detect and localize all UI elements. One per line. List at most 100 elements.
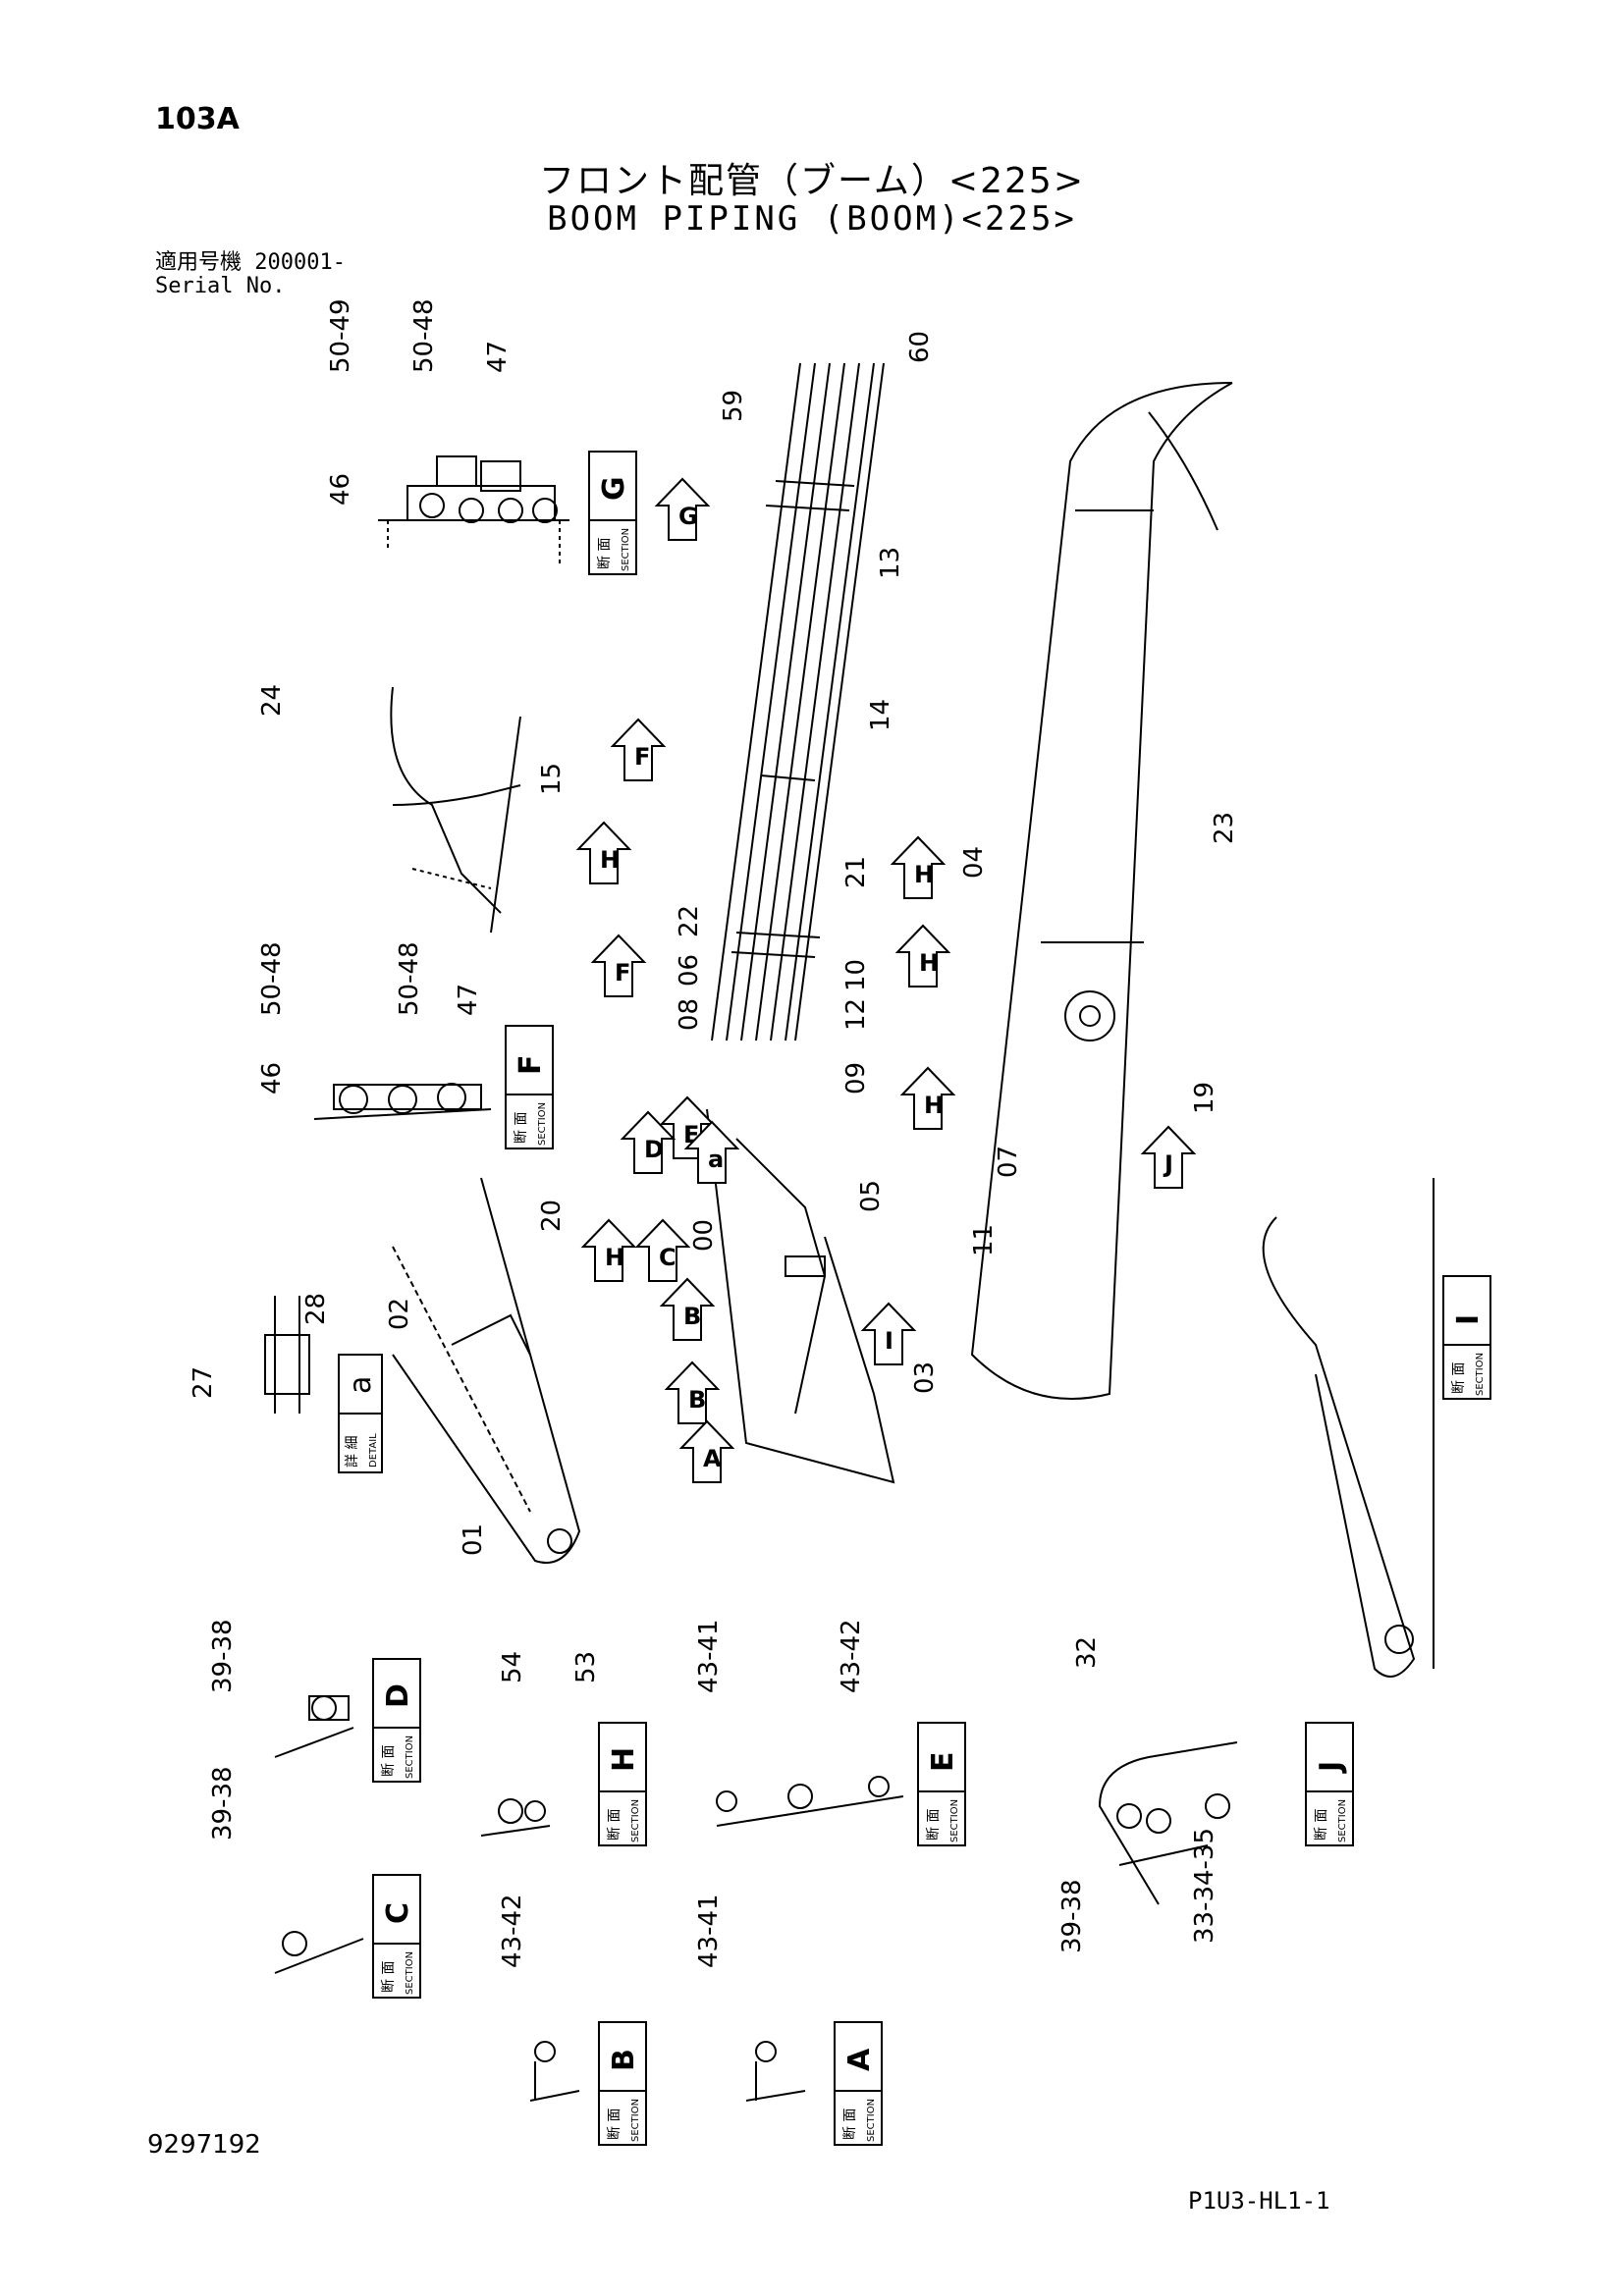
callout-08: 08 — [675, 998, 704, 1031]
view-arrow-b: B — [659, 1277, 716, 1341]
boom-foot-section — [392, 1177, 581, 1564]
detail-a-drawing — [264, 1296, 310, 1414]
view-arrow-j: J — [1140, 1125, 1197, 1189]
view-arrow-letter: H — [605, 1244, 624, 1271]
view-arrow-letter: F — [634, 743, 650, 771]
section-label-en: SECTION — [537, 1102, 548, 1146]
section-label-jp: 断 面 — [1314, 1809, 1329, 1841]
section-letter: F — [514, 1055, 548, 1076]
section-label-f: F 断 面 SECTION — [505, 1025, 554, 1149]
section-label-en: SECTION — [630, 1799, 641, 1842]
serial-number-block: 適用号機 200001- Serial No. — [155, 251, 346, 298]
section-h-lower-drawing — [480, 1798, 551, 1837]
view-arrow-letter: F — [615, 959, 630, 987]
section-d-drawing — [274, 1695, 354, 1758]
callout-39-38: 39-38 — [1057, 1879, 1087, 1953]
title-english: BOOM PIPING (BOOM)<225> — [547, 199, 1077, 239]
view-arrow-letter: B — [683, 1303, 701, 1330]
section-label-en: SECTION — [405, 1951, 415, 1995]
callout-43-41: 43-41 — [694, 1619, 724, 1693]
view-arrow-letter: I — [885, 1327, 893, 1355]
callout-47: 47 — [483, 341, 513, 373]
section-f-drawing — [313, 1083, 492, 1120]
callout-50-48: 50-48 — [257, 941, 287, 1016]
callout-59: 59 — [719, 390, 748, 422]
view-arrow-d: D — [620, 1110, 677, 1174]
callout-11: 11 — [969, 1224, 999, 1256]
callout-47: 47 — [454, 984, 483, 1016]
section-letter: G — [597, 476, 631, 501]
section-i-drawing — [1262, 1178, 1435, 1678]
callout-12: 12 — [841, 998, 871, 1031]
section-b-drawing — [529, 2041, 580, 2102]
section-label-en: SECTION — [630, 2099, 641, 2142]
callout-22: 22 — [675, 905, 704, 937]
view-arrow-letter: B — [688, 1386, 706, 1414]
view-arrow-h: H — [890, 835, 947, 899]
callout-21: 21 — [841, 856, 871, 888]
callout-05: 05 — [856, 1180, 886, 1212]
callout-20: 20 — [537, 1200, 567, 1232]
view-arrow-a: a — [683, 1120, 740, 1184]
section-letter: B — [607, 2049, 641, 2071]
section-label-en: SECTION — [621, 528, 631, 571]
callout-13: 13 — [876, 547, 905, 579]
section-label-jp: 断 面 — [381, 1745, 397, 1777]
callout-43-42: 43-42 — [837, 1619, 866, 1693]
cylinder-area-drawing — [706, 1108, 895, 1484]
callout-60: 60 — [905, 331, 935, 363]
view-arrow-h: H — [894, 924, 951, 988]
pipe-bundle — [711, 362, 885, 1041]
callout-03: 03 — [910, 1362, 940, 1394]
main-boom — [970, 382, 1233, 1400]
view-arrow-letter: H — [600, 846, 620, 874]
callout-32: 32 — [1072, 1636, 1102, 1669]
callout-10: 10 — [841, 959, 871, 991]
section-label-c: C 断 面 SECTION — [372, 1874, 421, 1999]
view-arrow-letter: H — [924, 1092, 944, 1119]
title-japanese: フロント配管（ブーム）<225> — [539, 161, 1085, 201]
serial-label-jp: 適用号機 200001- — [155, 250, 346, 275]
section-letter: D — [381, 1683, 415, 1708]
view-arrow-letter: C — [659, 1244, 677, 1271]
section-label-jp: 断 面 — [514, 1112, 529, 1144]
view-arrow-i: I — [860, 1302, 917, 1365]
view-arrow-c: C — [634, 1218, 691, 1282]
section-letter: C — [381, 1902, 415, 1924]
detail-letter: a — [344, 1376, 378, 1394]
section-label-jp: 断 面 — [597, 538, 613, 569]
detail-label-en: DETAIL — [368, 1433, 379, 1468]
detail-label-a: a 詳 細 DETAIL — [338, 1354, 383, 1473]
section-g-drawing — [378, 455, 569, 564]
view-arrow-h: H — [899, 1066, 956, 1130]
page-number: 103A — [155, 102, 240, 136]
callout-02: 02 — [385, 1298, 414, 1330]
callout-46: 46 — [257, 1062, 287, 1095]
section-c-drawing — [274, 1931, 364, 1974]
callout-23: 23 — [1210, 812, 1239, 844]
view-arrow-letter: D — [644, 1136, 664, 1163]
callout-53: 53 — [571, 1651, 601, 1683]
callout-09: 09 — [841, 1062, 871, 1095]
section-label-en: SECTION — [949, 1799, 960, 1842]
section-label-jp: 断 面 — [381, 1961, 397, 1993]
section-label-jp: 断 面 — [1451, 1362, 1467, 1394]
section-label-jp: 断 面 — [607, 2109, 623, 2140]
section-label-jp: 断 面 — [926, 1809, 942, 1841]
callout-06: 06 — [675, 954, 704, 987]
view-arrow-letter: A — [703, 1445, 722, 1472]
callout-43-41: 43-41 — [694, 1894, 724, 1968]
section-j-drawing — [1098, 1741, 1238, 1905]
view-arrow-b: B — [664, 1361, 721, 1424]
callout-07: 07 — [994, 1146, 1023, 1178]
drawing-code: P1U3-HL1-1 — [1188, 2187, 1330, 2215]
detail-label-jp: 詳 細 — [345, 1436, 360, 1468]
section-letter: E — [926, 1752, 960, 1773]
callout-14: 14 — [866, 699, 895, 731]
callout-19: 19 — [1190, 1082, 1219, 1114]
section-label-g: G 断 面 SECTION — [588, 451, 637, 575]
section-letter: A — [842, 2048, 877, 2071]
